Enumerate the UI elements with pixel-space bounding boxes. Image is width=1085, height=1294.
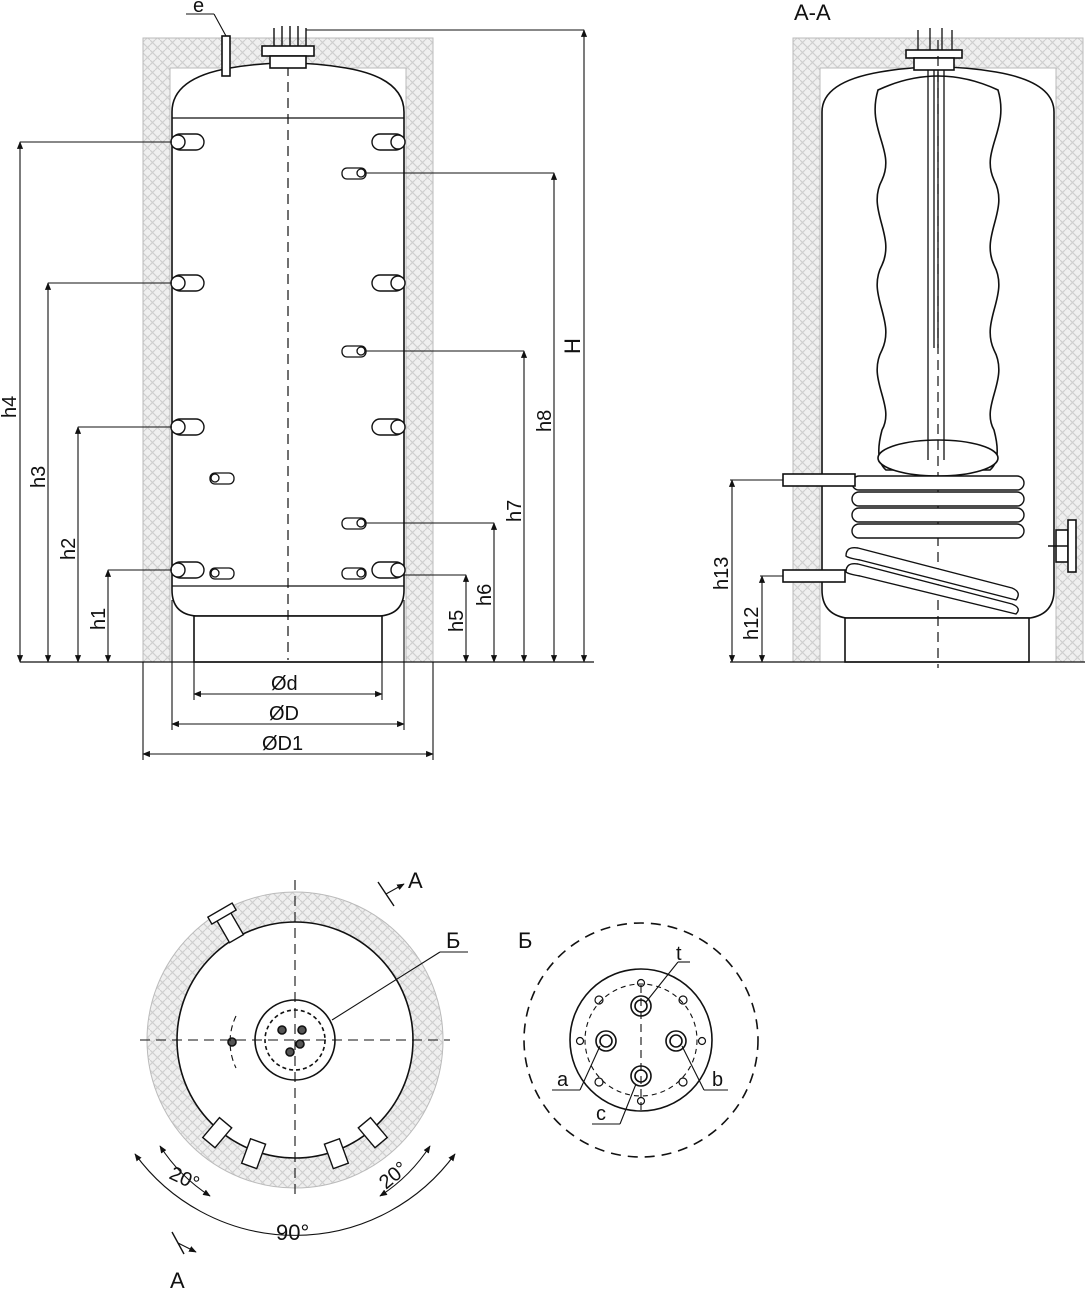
front-vent-e — [221, 35, 231, 77]
label-h8: h8 — [534, 410, 556, 432]
label-cut-A-top: A — [408, 868, 423, 893]
label-port-t: t — [676, 943, 682, 965]
label-angle-right: 20° — [375, 1158, 412, 1194]
label-port-c: c — [596, 1103, 606, 1125]
label-e: e — [193, 0, 204, 17]
port-b-circle — [665, 1030, 687, 1052]
label-detail-B-title: Б — [518, 928, 532, 953]
label-h13: h13 — [711, 557, 733, 590]
front-top-flange — [261, 45, 315, 57]
label-section-AA: A-A — [794, 0, 831, 25]
front-right-nozzles — [371, 133, 406, 579]
port-a-circle — [595, 1030, 617, 1052]
front-left-dimensions — [16, 141, 172, 663]
label-H: H — [560, 338, 585, 354]
front-view — [16, 13, 594, 760]
front-diameter-dimensions — [142, 13, 434, 760]
front-stand — [193, 615, 383, 663]
section-stand — [844, 617, 1030, 663]
coil-inlet-lower — [782, 569, 846, 583]
label-d: Ød — [271, 673, 298, 695]
label-D: ØD — [269, 703, 299, 725]
label-h4: h4 — [0, 396, 21, 418]
label-h3: h3 — [28, 466, 50, 488]
heat-exchanger-coil — [845, 475, 1025, 615]
front-left-nozzles — [170, 133, 205, 579]
label-h5: h5 — [446, 610, 468, 632]
top-view — [134, 880, 468, 1255]
label-angle-total: 90° — [276, 1220, 309, 1245]
label-detail-B-ref: Б — [446, 928, 460, 953]
label-h1: h1 — [88, 608, 110, 630]
label-cut-A-bottom: A — [170, 1268, 185, 1289]
label-h12: h12 — [741, 607, 763, 640]
label-angle-left: 20° — [166, 1163, 203, 1196]
section-view — [728, 28, 1085, 668]
label-h6: h6 — [474, 584, 496, 606]
label-h7: h7 — [504, 500, 526, 522]
label-port-b: b — [712, 1069, 723, 1091]
detail-view — [523, 922, 759, 1158]
label-port-a: a — [557, 1069, 569, 1091]
coil-inlet-upper — [782, 473, 856, 487]
label-h2: h2 — [58, 538, 80, 560]
front-right-dimensions — [306, 29, 588, 663]
label-D1: ØD1 — [262, 733, 303, 755]
